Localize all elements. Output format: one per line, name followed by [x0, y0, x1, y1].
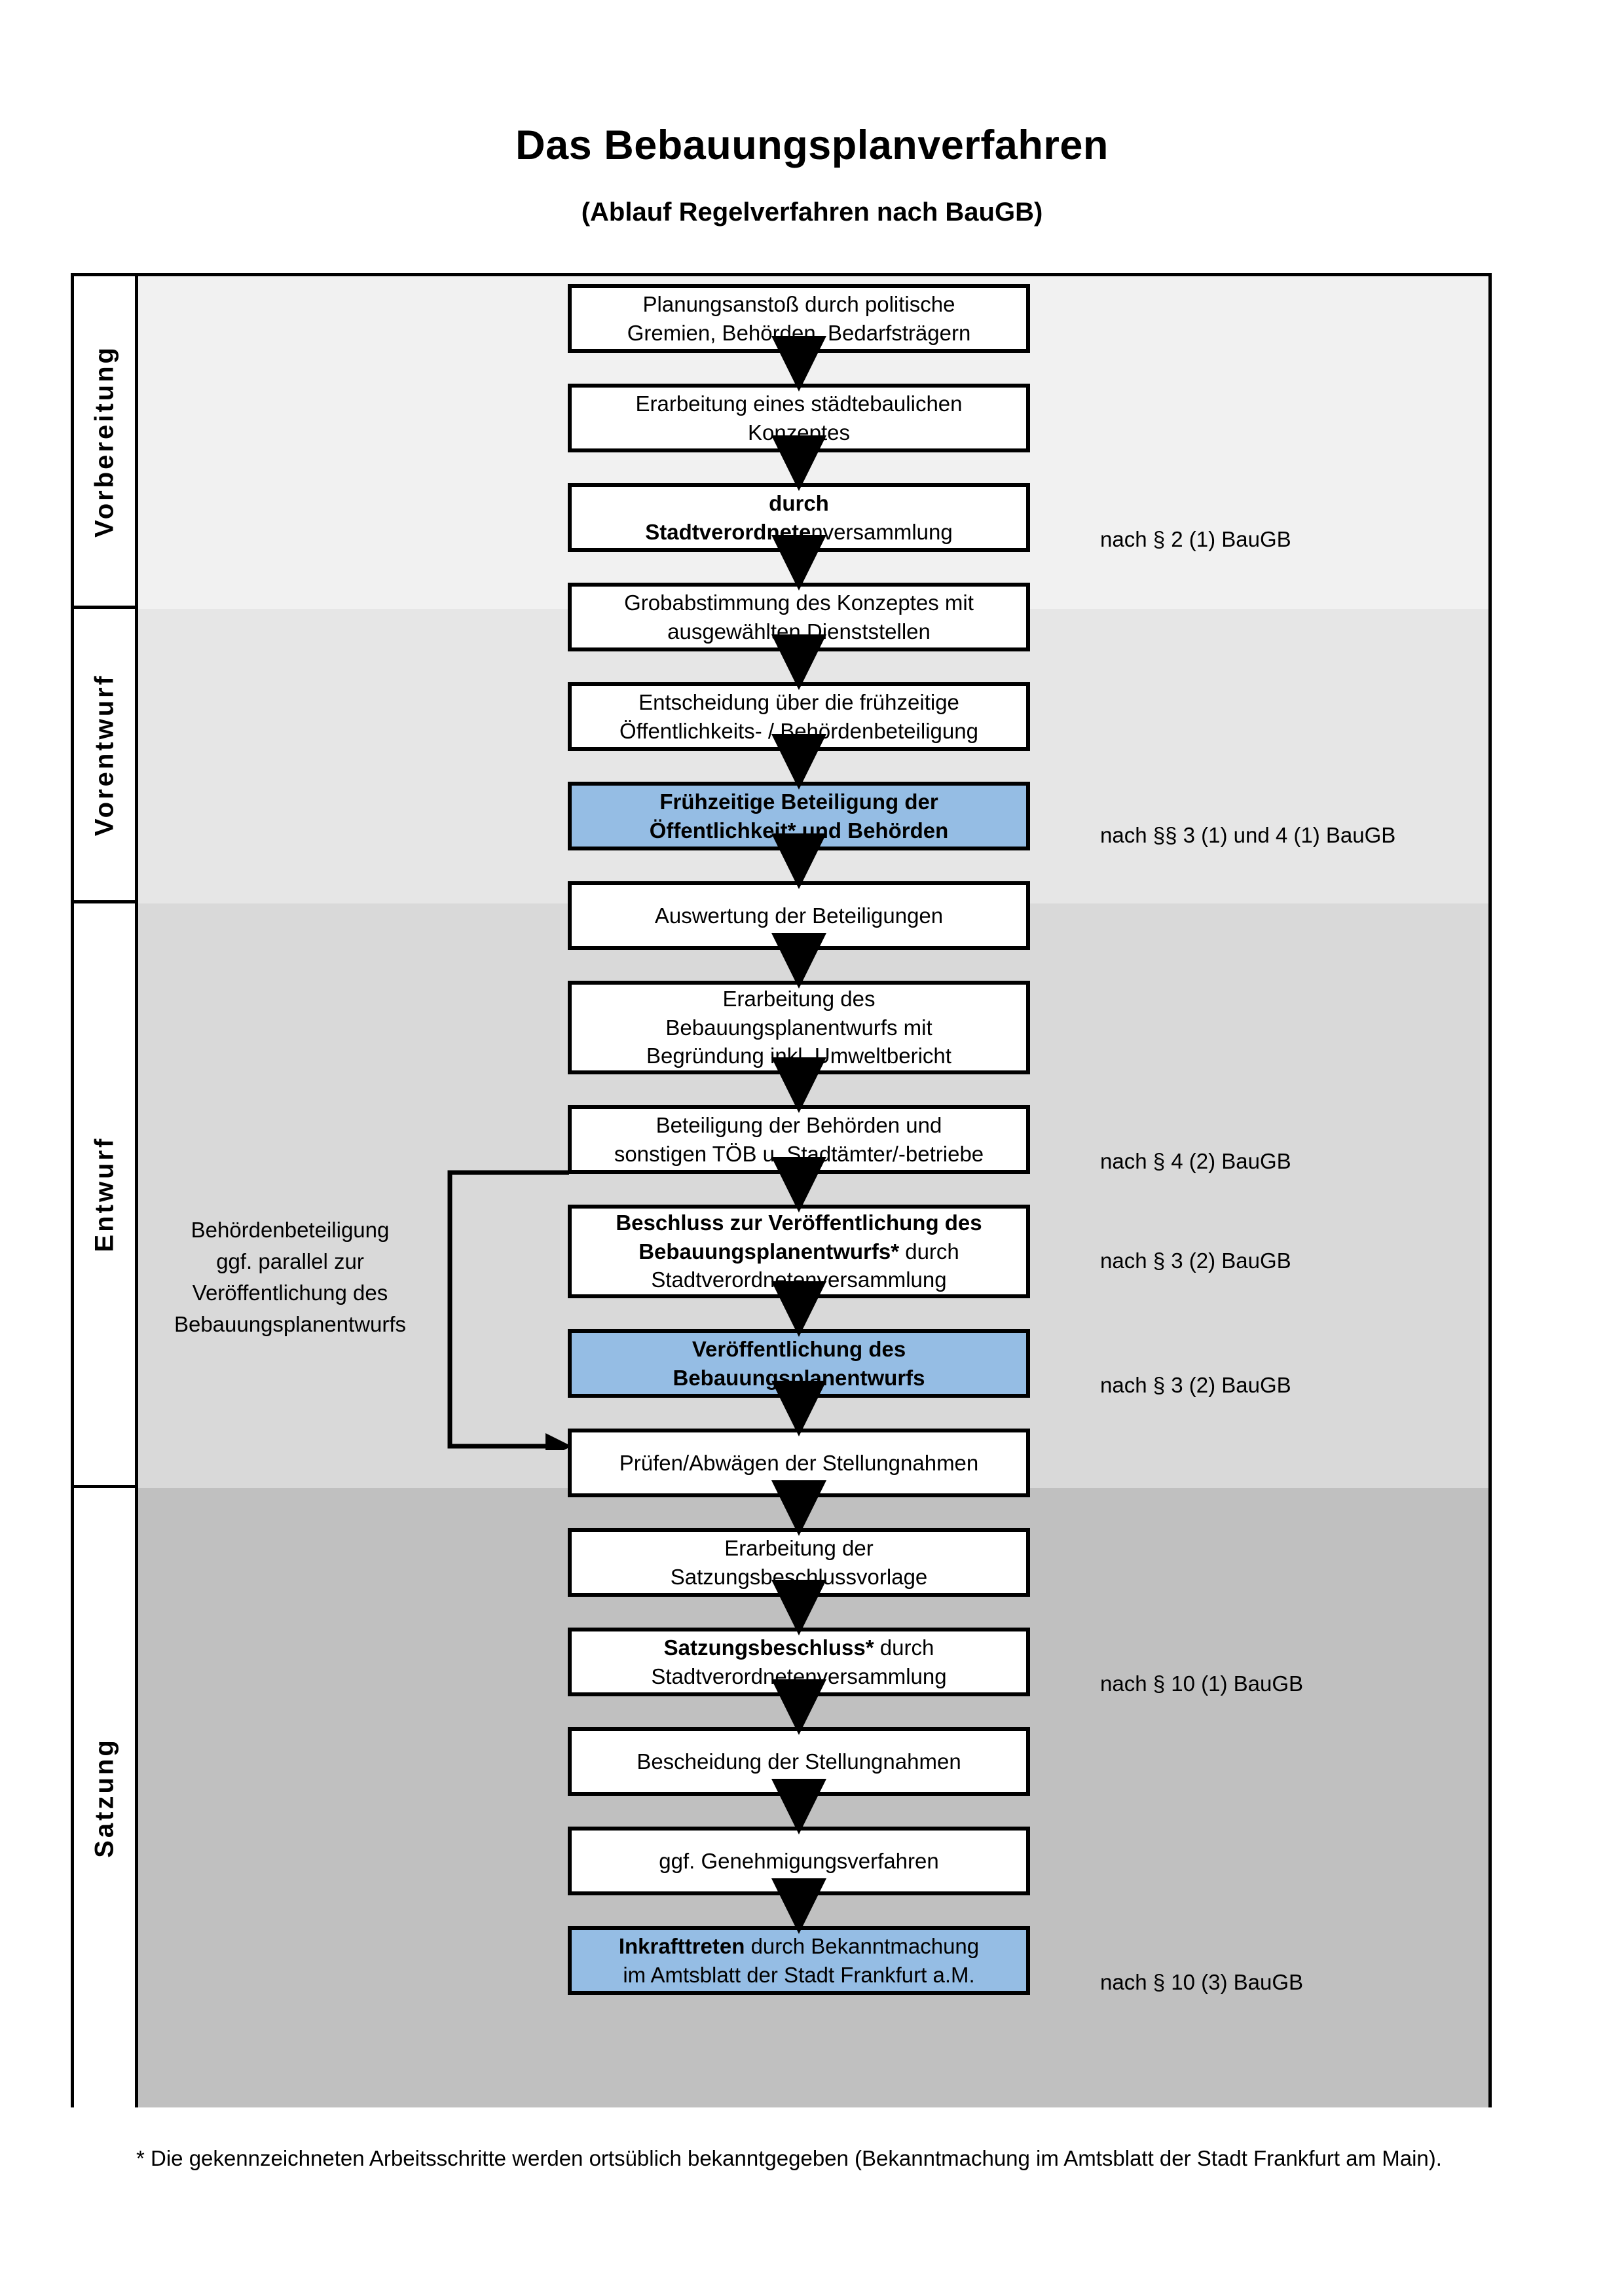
phase-label-satzung: Satzung: [90, 1738, 119, 1858]
flow-arrow-planungsanstoss-to-staedtebauliches-konzept: [771, 336, 826, 392]
flow-arrow-auswertung-beteiligungen-to-erarbeitung-entwurf: [771, 933, 826, 989]
legal-note-note-par4-2: nach § 4 (2) BauGB: [1100, 1149, 1291, 1173]
flow-arrow-satzungsbeschlussvorlage-to-satzungsbeschluss: [771, 1580, 826, 1635]
process-box-label: ggf. Genehmigungsverfahren: [659, 1848, 939, 1873]
flow-arrow-beteiligung-behoerden-to-beschluss-veroeffentlichung: [771, 1157, 826, 1212]
flow-arrow-beschluss-veroeffentlichung-to-veroeffentlichung-entwurf: [771, 1281, 826, 1337]
side-note-line: Bebauungsplanentwurfs: [174, 1311, 407, 1336]
flow-arrow-bescheidung-stellungnahmen-to-genehmigungsverfahren: [771, 1779, 826, 1834]
title-block: Das Bebauungsplanverfahren (Ablauf Regel…: [0, 122, 1624, 227]
flow-arrow-staedtebauliches-konzept-to-aufstellungsbeschluss: [771, 435, 826, 491]
phase-label-cell-entwurf: Entwurf: [74, 903, 138, 1488]
flow-arrow-fruehzeitige-beteiligung-to-auswertung-beteiligungen: [771, 833, 826, 889]
footnote-text: * Die gekennzeichneten Arbeitsschritte w…: [136, 2146, 1442, 2170]
side-note-line: Behördenbeteiligung: [191, 1218, 390, 1242]
phase-label-vorentwurf: Vorentwurf: [90, 673, 119, 836]
process-box-label: Bescheidung der Stellungnahmen: [637, 1749, 961, 1774]
legal-note-note-par3-2b: nach § 3 (2) BauGB: [1100, 1373, 1291, 1397]
flow-arrow-satzungsbeschluss-to-bescheidung-stellungnahmen: [771, 1679, 826, 1735]
legal-note-note-par10-1: nach § 10 (1) BauGB: [1100, 1671, 1304, 1696]
flow-arrow-aufstellungsbeschluss-to-grobabstimmung: [771, 535, 826, 591]
side-note-line: Veröffentlichung des: [192, 1280, 388, 1305]
process-box-label: Prüfen/Abwägen der Stellungnahmen: [619, 1450, 979, 1475]
phase-label-cell-satzung: Satzung: [74, 1488, 138, 2107]
flow-arrow-veroeffentlichung-entwurf-to-pruefen-abwaegen: [771, 1381, 826, 1436]
page-title: Das Bebauungsplanverfahren: [515, 122, 1109, 168]
legal-note-note-par10-3: nach § 10 (3) BauGB: [1100, 1970, 1304, 1994]
legal-note-note-par3-2a: nach § 3 (2) BauGB: [1100, 1248, 1291, 1273]
phase-label-entwurf: Entwurf: [90, 1136, 119, 1252]
page-subtitle: (Ablauf Regelverfahren nach BauGB): [581, 198, 1043, 227]
flow-arrow-genehmigungsverfahren-to-inkrafttreten: [771, 1878, 826, 1934]
phase-label-cell-vorbereitung: Vorbereitung: [74, 276, 138, 609]
phase-label-cell-vorentwurf: Vorentwurf: [74, 609, 138, 903]
flow-arrow-entscheidung-beteiligung-to-fruehzeitige-beteiligung: [771, 734, 826, 790]
flow-arrow-erarbeitung-entwurf-to-beteiligung-behoerden: [771, 1057, 826, 1113]
legal-note-note-par2-1: nach § 2 (1) BauGB: [1100, 527, 1291, 551]
side-note-line: ggf. parallel zur: [216, 1248, 364, 1273]
legal-note-note-par3-4-1: nach §§ 3 (1) und 4 (1) BauGB: [1100, 823, 1396, 847]
process-box-label: Auswertung der Beteiligungen: [654, 903, 944, 928]
phase-label-vorbereitung: Vorbereitung: [90, 344, 119, 538]
flow-arrow-grobabstimmung-to-entscheidung-beteiligung: [771, 634, 826, 690]
flow-arrow-pruefen-abwaegen-to-satzungsbeschlussvorlage: [771, 1480, 826, 1536]
